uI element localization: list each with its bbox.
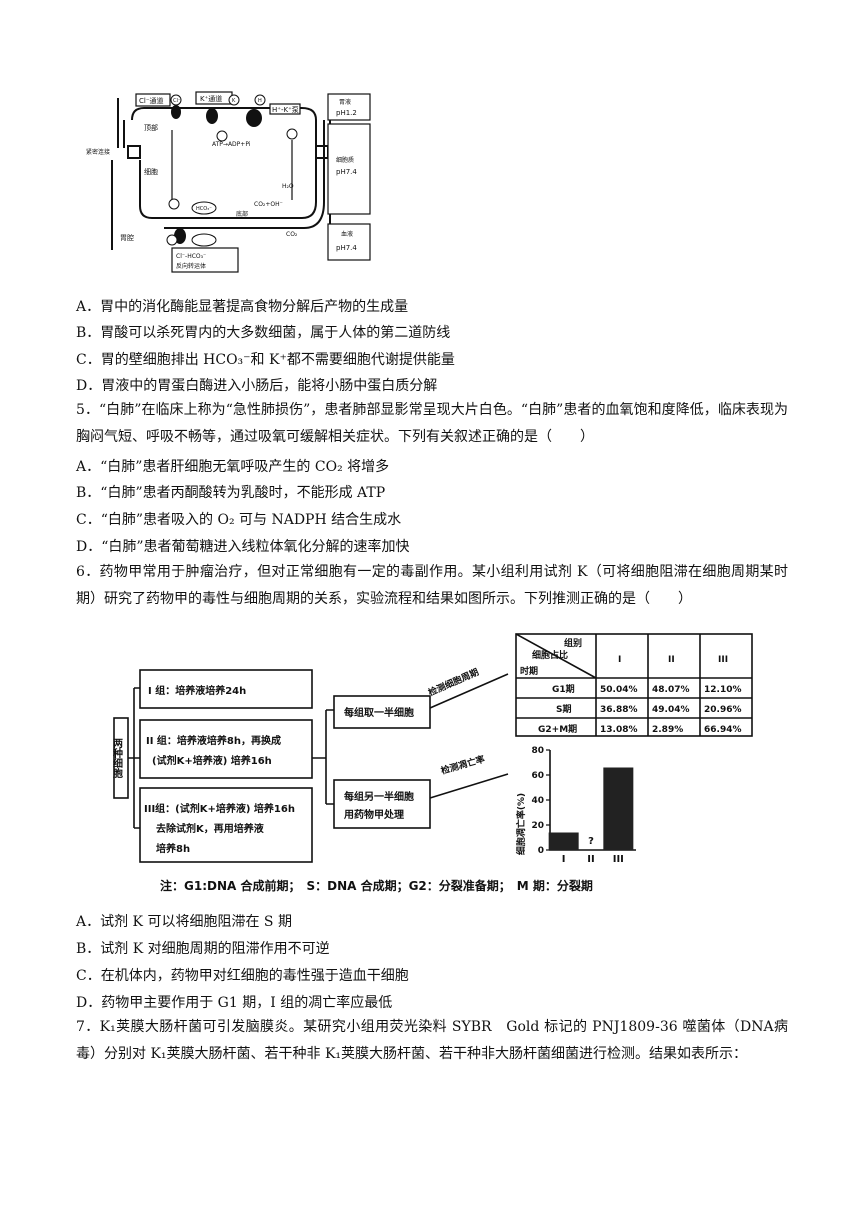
exchanger-label: Cl⁻-HCO₃⁻ bbox=[176, 253, 206, 260]
q5-option-a: A．“白肺”患者肝细胞无氧呼吸产生的 CO₂ 将增多 bbox=[76, 459, 390, 475]
cytoplasm-label: 细胞质 bbox=[336, 156, 354, 164]
cl-channel-label: Cl⁻通道 bbox=[139, 96, 164, 105]
mid-box2-label-a: 每组另一半细胞 bbox=[344, 790, 414, 803]
cell-part-label: 细胞 bbox=[144, 167, 158, 176]
q4-option-b: B．胃酸可以杀死胃内的大多数细菌，属于人体的第二道防线 bbox=[76, 325, 451, 341]
atp-label: ATP→ADP+Pi bbox=[212, 141, 251, 148]
table-row-g2m-ii: 2.89% bbox=[652, 725, 683, 735]
group2-label-a: II 组：培养液培养8h，再换成 bbox=[146, 734, 281, 747]
q6-option-b: B．试剂 K 对细胞周期的阻滞作用不可逆 bbox=[76, 941, 330, 957]
blood-ph-label: pH7.4 bbox=[336, 244, 357, 252]
table-row-g2m-iii: 66.94% bbox=[704, 725, 742, 735]
q5-stem: 5．“白肺”在临床上称为“急性肺损伤”，患者肺部显影常呈现大片白色。“白肺”患者… bbox=[76, 402, 788, 445]
table-row-s-phase: S期 bbox=[556, 703, 571, 715]
gastric-juice-label: 胃液 bbox=[339, 98, 351, 106]
co2-label: CO₂ bbox=[286, 231, 298, 238]
h-ion-label: H bbox=[258, 98, 262, 104]
table-col-2: II bbox=[668, 655, 675, 665]
table-corner-phase: 时期 bbox=[520, 665, 538, 677]
mid-box2-label-b: 用药物甲处理 bbox=[343, 808, 404, 821]
table-corner-group: 组别 bbox=[564, 637, 582, 649]
table-row-g2m-phase: G2+M期 bbox=[538, 723, 577, 735]
top-side-label: 顶部 bbox=[144, 123, 158, 132]
table-row-g2m-i: 13.08% bbox=[600, 725, 638, 735]
y-tick-label: 0 bbox=[538, 846, 544, 856]
q4-option-a: A．胃中的消化酶能显著提高食物分解后产物的生成量 bbox=[76, 299, 409, 315]
q4-option-c: C．胃的壁细胞排出 HCO₃⁻和 K⁺都不需要细胞代谢提供能量 bbox=[76, 352, 455, 368]
h-k-pump-label: H⁺-K⁺泵 bbox=[272, 106, 299, 114]
cytoplasm-ph-label: pH7.4 bbox=[336, 168, 357, 176]
q5-option-c: C．“白肺”患者吸入的 O₂ 可与 NADPH 结合生成水 bbox=[76, 512, 402, 528]
bar-3 bbox=[603, 767, 634, 850]
y-tick-label: 60 bbox=[531, 771, 544, 781]
table-row-s-iii: 20.96% bbox=[704, 705, 742, 715]
stomach-wall-label: 胃腔 bbox=[120, 233, 134, 242]
chart-ylabel: 细胞凋亡率(%) bbox=[515, 793, 527, 855]
x-tick-label: I bbox=[562, 854, 566, 865]
table-row-g1-phase: G1期 bbox=[552, 683, 575, 695]
k-channel-icon bbox=[206, 108, 218, 124]
experiment-flowchart: 两种细胞 I 组：培养液培养24h II 组：培养液培养8h，再换成 (试剂K+… bbox=[112, 633, 753, 893]
parietal-cell-diagram: Cl⁻通道 K⁺通道 H⁺-K⁺泵 顶部 紧密连接 细胞 胃腔 ATP→ADP+… bbox=[86, 91, 371, 273]
arrow-label-cycle: 检测细胞周期 bbox=[426, 666, 480, 699]
h2o-label: H₂O bbox=[282, 183, 294, 190]
group3-label-b: 去除试剂K，再用培养液 bbox=[156, 822, 264, 835]
q4-option-d: D．胃液中的胃蛋白酶进入小肠后，能将小肠中蛋白质分解 bbox=[76, 378, 438, 394]
blood-label: 血液 bbox=[341, 230, 353, 238]
figure-note: 注：G1:DNA 合成前期； S：DNA 合成期；G2：分裂准备期； M 期：分… bbox=[160, 878, 593, 893]
table-corner-ratio: 细胞占比 bbox=[532, 649, 568, 661]
table-row-s-ii: 49.04% bbox=[652, 705, 690, 715]
arrow-label-apoptosis: 检测凋亡率 bbox=[440, 753, 487, 777]
group1-label: I 组：培养液培养24h bbox=[148, 684, 246, 697]
group3-label-a: III组：(试剂K+培养液) 培养16h bbox=[144, 802, 295, 815]
table-row-g1-ii: 48.07% bbox=[652, 685, 690, 695]
table-row-g1-iii: 12.10% bbox=[704, 685, 742, 695]
co2-oh-label: CO₂+OH⁻ bbox=[254, 201, 283, 208]
y-tick-label: 20 bbox=[531, 821, 544, 831]
table-row-g1-i: 50.04% bbox=[600, 685, 638, 695]
hco3-label: HCO₃⁻ bbox=[196, 206, 212, 212]
bar-annotation: ? bbox=[588, 836, 594, 847]
base-label: 底部 bbox=[236, 210, 248, 218]
k-channel-label: K⁺通道 bbox=[200, 94, 222, 103]
cl-channel-icon bbox=[171, 105, 181, 119]
k-ion-label: K bbox=[232, 98, 236, 104]
q5-option-b: B．“白肺”患者丙酮酸转为乳酸时，不能形成 ATP bbox=[76, 485, 386, 501]
q7-stem: 7．K₁荚膜大肠杆菌可引发脑膜炎。某研究小组用荧光染料 SYBR Gold 标记… bbox=[76, 1019, 788, 1062]
table-col-3: III bbox=[718, 655, 728, 665]
tight-junction-label: 紧密连接 bbox=[86, 148, 110, 156]
q6-option-a: A．试剂 K 可以将细胞阻滞在 S 期 bbox=[76, 914, 292, 930]
y-tick-label: 40 bbox=[531, 796, 544, 806]
group3-label-c: 培养8h bbox=[156, 842, 190, 855]
y-tick-label: 80 bbox=[531, 746, 544, 756]
cells-label: 两种细胞 bbox=[112, 738, 124, 779]
q5-option-d: D．“白肺”患者葡萄糖进入线粒体氧化分解的速率加快 bbox=[76, 539, 410, 555]
pump-icon bbox=[246, 109, 262, 127]
mid-box1-label: 每组取一半细胞 bbox=[344, 706, 414, 719]
table-row-s-i: 36.88% bbox=[600, 705, 638, 715]
q6-stem: 6．药物甲常用于肿瘤治疗，但对正常细胞有一定的毒副作用。某小组利用试剂 K（可将… bbox=[76, 564, 788, 607]
table-col-1: I bbox=[618, 655, 621, 665]
exchanger-label-2: 反向转运体 bbox=[176, 262, 206, 270]
x-tick-label: II bbox=[587, 854, 594, 865]
gastric-ph-label: pH1.2 bbox=[336, 109, 357, 117]
x-tick-label: III bbox=[613, 854, 624, 865]
cl-ion-label: Cl⁻ bbox=[173, 98, 181, 104]
group2-label-b: (试剂K+培养液) 培养16h bbox=[152, 754, 272, 767]
q6-option-c: C．在机体内，药物甲对红细胞的毒性强于造血干细胞 bbox=[76, 968, 409, 984]
q6-option-d: D．药物甲主要作用于 G1 期，I 组的凋亡率应最低 bbox=[76, 995, 393, 1011]
bar-1 bbox=[548, 832, 579, 850]
